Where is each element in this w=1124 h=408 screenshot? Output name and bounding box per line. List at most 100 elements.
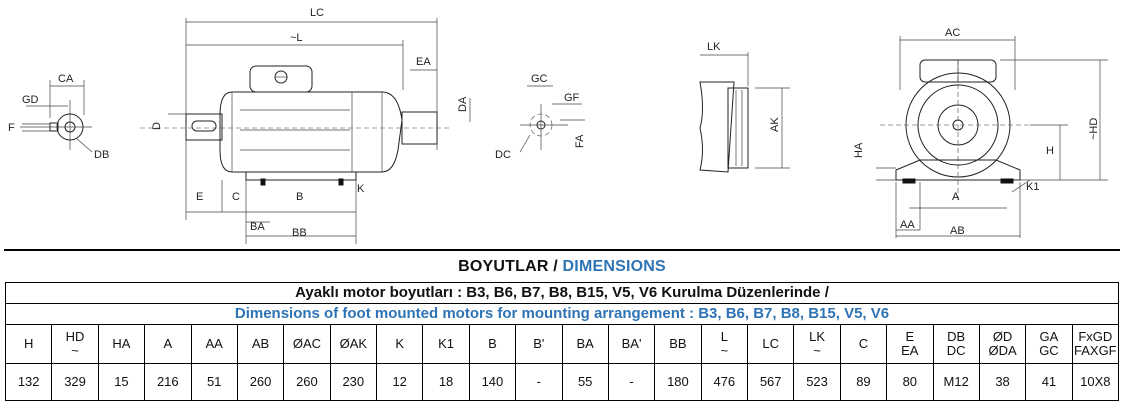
label-da: DA [457, 96, 469, 112]
technical-drawing: CA GD F DB LC ~L EA DA D [4, 7, 1120, 251]
label-d: D [151, 122, 163, 130]
column-header: B [468, 324, 517, 364]
table-title-en: Dimensions of foot mounted motors for mo… [5, 303, 1119, 325]
value-cell: 523 [793, 363, 841, 401]
label-e: E [196, 191, 203, 203]
label-bb: BB [292, 227, 307, 239]
value-cell: 216 [144, 363, 192, 401]
column-header-top: GA [1039, 329, 1059, 344]
column-header: BA [561, 324, 609, 364]
column-header: C [839, 324, 888, 364]
column-header: HA [97, 324, 146, 364]
column-header-top: ØAK [339, 336, 368, 351]
column-header: LK~ [793, 324, 841, 364]
label-aa: AA [900, 219, 915, 231]
value-cell: 55 [561, 363, 609, 401]
value-cell: - [515, 363, 563, 401]
motor-front-view: AC ~HD H HA A AA AB K1 [853, 27, 1108, 238]
value-cell: 567 [746, 363, 795, 401]
table-title-row-tr: Ayaklı motor boyutları : B3, B6, B7, B8,… [5, 282, 1119, 304]
column-header-top: BB [669, 336, 687, 351]
section-title-tr: BOYUTLAR / [458, 258, 558, 275]
column-header-bottom: GC [1039, 343, 1059, 358]
value-cell: 140 [468, 363, 517, 401]
label-ak: AK [769, 117, 781, 132]
label-ha: HA [853, 142, 865, 158]
label-ba: BA [250, 221, 265, 233]
column-header-top: B' [533, 336, 545, 351]
value-cell: 12 [375, 363, 424, 401]
value-cell: 18 [422, 363, 470, 401]
flange-side-view: LK AK [699, 41, 790, 173]
column-header-top: AB [251, 336, 270, 351]
value-cell: 230 [329, 363, 378, 401]
label-lk: LK [707, 41, 721, 53]
column-header-top: E [905, 329, 915, 344]
label-gf: GF [564, 92, 580, 104]
value-cell: 89 [839, 363, 888, 401]
column-header-bottom: EA [901, 343, 919, 358]
column-header-top: ØAC [292, 336, 322, 351]
value-cell: 476 [700, 363, 749, 401]
column-header: B' [515, 324, 563, 364]
column-header: A [144, 324, 192, 364]
section-title-en: DIMENSIONS [562, 258, 666, 275]
value-cell: 329 [51, 363, 99, 401]
label-ca: CA [58, 73, 74, 85]
dimensions-table: Ayaklı motor boyutları : B3, B6, B7, B8,… [4, 282, 1120, 401]
column-header-bottom: FAXGF [1074, 343, 1117, 358]
value-cell: 260 [236, 363, 285, 401]
value-cell: 80 [886, 363, 934, 401]
column-header: ØAK [329, 324, 378, 364]
column-header-top: K1 [438, 336, 455, 351]
column-header: K1 [422, 324, 470, 364]
value-cell: 260 [283, 363, 331, 401]
column-header: H [4, 324, 53, 364]
label-dc: DC [495, 149, 511, 161]
column-header: K [375, 324, 424, 364]
shaft-end-view: CA GD F DB [8, 73, 109, 161]
table-title-tr: Ayaklı motor boyutları : B3, B6, B7, B8,… [5, 282, 1119, 304]
column-header: AB [236, 324, 285, 364]
column-header-top: C [858, 336, 869, 351]
column-header-top: K [395, 336, 405, 351]
column-header-bottom: ~ [813, 343, 821, 358]
column-header: LC [746, 324, 795, 364]
value-cell: M12 [932, 363, 980, 401]
label-b: B [296, 191, 303, 203]
column-header: BB [654, 324, 702, 364]
column-header-top: HD [65, 329, 85, 344]
label-k1: K1 [1026, 181, 1039, 193]
label-fa: FA [574, 134, 586, 148]
label-ac: AC [945, 27, 960, 39]
value-cell: - [607, 363, 656, 401]
column-header: BA' [607, 324, 656, 364]
label-h: H [1046, 145, 1054, 157]
column-header: HD~ [51, 324, 99, 364]
column-header-bottom: DC [946, 343, 966, 358]
column-header-top: FxGD [1078, 329, 1113, 344]
label-ea: EA [416, 56, 431, 68]
column-header-top: HA [112, 336, 131, 351]
motor-side-view: LC ~L EA DA D [140, 7, 471, 244]
section-title: BOYUTLAR / DIMENSIONS [0, 258, 1124, 276]
label-gd: GD [22, 94, 39, 106]
column-header-top: DB [947, 329, 966, 344]
label-c: C [232, 191, 240, 203]
label-db: DB [94, 149, 109, 161]
column-header-bottom: ØDA [988, 343, 1017, 358]
column-header-top: A [163, 336, 173, 351]
column-header-top: LK [809, 329, 826, 344]
value-cell: 180 [654, 363, 702, 401]
column-header-top: BA [576, 336, 594, 351]
label-lc: LC [310, 7, 324, 19]
value-cell: 51 [190, 363, 238, 401]
column-header-bottom: ~ [720, 343, 729, 358]
label-ab: AB [950, 225, 965, 237]
label-hd: ~HD [1088, 118, 1100, 140]
label-k: K [357, 183, 365, 195]
